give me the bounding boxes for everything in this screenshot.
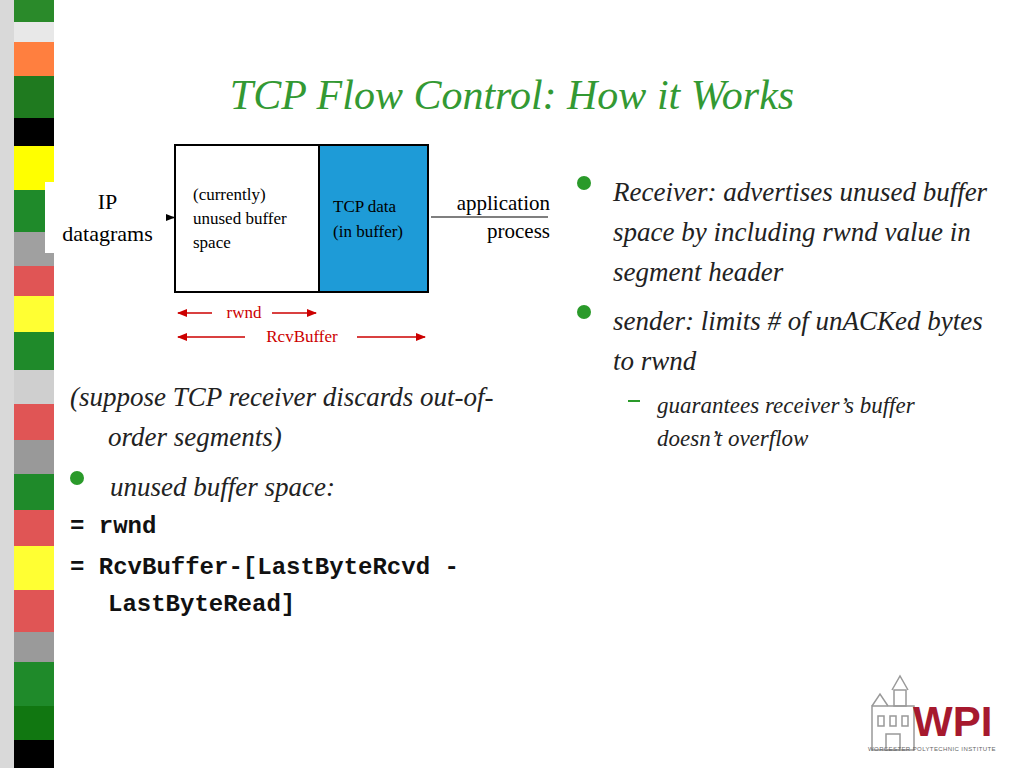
- slide-title: TCP Flow Control: How it Works: [0, 70, 1024, 120]
- bullet-dot: [70, 471, 84, 485]
- logo-spire: [892, 676, 908, 690]
- bullet-text: sender: limits # of unACKed bytes to rwn…: [613, 301, 993, 381]
- flow-arrow: [170, 217, 174, 219]
- strip-block: [14, 0, 54, 22]
- logo-window: [890, 716, 896, 726]
- strip-block: [14, 332, 54, 370]
- strip-block: [14, 662, 54, 706]
- rcvbuffer-arrow: [178, 336, 245, 338]
- box-text: (currently) unused buffer space: [193, 183, 305, 255]
- strip-block: [14, 266, 54, 296]
- dimension-label: rwnd: [214, 302, 274, 324]
- strip-block: [14, 440, 54, 474]
- strip-block: [14, 22, 54, 42]
- process-label: application process: [445, 189, 550, 245]
- rcvbuffer-arrow: [357, 336, 425, 338]
- formula-text: = rwnd: [70, 508, 550, 545]
- input-label-box: IP datagrams: [45, 182, 170, 253]
- bullet-dot: [577, 305, 591, 319]
- logo-window: [878, 716, 884, 726]
- strip-block: [14, 510, 54, 546]
- bullet-text: Receiver: advertises unused buffer space…: [613, 172, 993, 292]
- rwnd-arrow: [178, 312, 212, 314]
- box-text: TCP data (in buffer): [333, 194, 416, 244]
- logo-building: [872, 676, 914, 750]
- sub-bullet-text: guarantees receiver’s buffer doesn’t ove…: [657, 389, 957, 455]
- output-line: [431, 216, 548, 217]
- logo-window: [902, 716, 908, 726]
- strip-block: [14, 118, 54, 146]
- logo-wall: [872, 706, 914, 750]
- strip-block: [14, 546, 54, 590]
- logo-tower: [894, 690, 906, 706]
- bullet-text: unused buffer space:: [110, 467, 530, 507]
- sub-bullet-dash: [628, 400, 640, 402]
- buffered-data-region: TCP data (in buffer): [318, 144, 429, 293]
- strip-block: [14, 632, 54, 662]
- bullet-dot: [577, 176, 591, 190]
- logo-subtitle: WORCESTER POLYTECHNIC INSTITUTE: [868, 745, 1018, 753]
- strip-block: [14, 740, 54, 768]
- strip-block: [14, 370, 54, 404]
- rwnd-arrow: [272, 312, 316, 314]
- strip-block: [14, 404, 54, 440]
- dimension-label: RcvBuffer: [252, 326, 352, 348]
- note-text: (suppose TCP receiver discards out-of-or…: [70, 377, 540, 457]
- strip-block: [14, 706, 54, 740]
- box-text: IP datagrams: [52, 186, 163, 250]
- strip-block: [14, 42, 54, 76]
- strip-column: [0, 0, 14, 768]
- strip-block: [14, 590, 54, 632]
- formula-text: = RcvBuffer-[LastByteRcvd - LastByteRead…: [70, 549, 550, 623]
- free-buffer-region: (currently) unused buffer space: [174, 144, 318, 293]
- strip-block: [14, 76, 54, 118]
- strip-block: [14, 474, 54, 510]
- strip-block: [14, 296, 54, 332]
- logo-gable: [872, 694, 888, 706]
- logo-wordmark: WPI: [913, 700, 1013, 744]
